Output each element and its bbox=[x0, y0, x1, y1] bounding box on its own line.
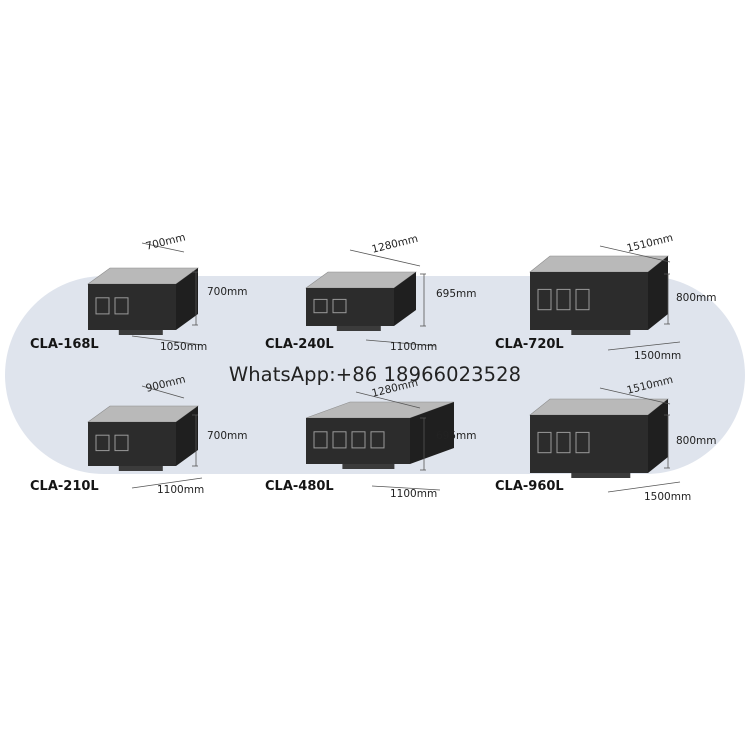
unit-base-cla-960l bbox=[571, 473, 631, 478]
width-line-cla-240l bbox=[365, 339, 437, 347]
depth-line-cla-720l bbox=[599, 245, 671, 263]
height-label-cla-240l: 695mm bbox=[436, 288, 477, 300]
height-label-cla-480l: 695mm bbox=[436, 430, 477, 442]
width-label-cla-240l: 1100mm bbox=[390, 341, 438, 353]
unit-side-cla-480l bbox=[410, 402, 454, 464]
depth-line-cla-960l bbox=[599, 387, 671, 405]
unit-front-cla-480l bbox=[306, 418, 410, 464]
width-label-cla-210l: 1100mm bbox=[157, 484, 205, 496]
model-label-cla-960l: CLA-960L bbox=[495, 479, 564, 494]
model-label-cla-240l: CLA-240L bbox=[265, 337, 334, 352]
unit-front-cla-240l bbox=[306, 288, 394, 326]
vent-cla-720l-3 bbox=[575, 288, 590, 311]
width-line-cla-480l bbox=[371, 485, 441, 491]
unit-top-cla-720l bbox=[529, 255, 669, 273]
width-label-cla-960l: 1500mm bbox=[644, 491, 692, 503]
vent-cla-240l-2 bbox=[332, 298, 347, 314]
height-label-cla-960l: 800mm bbox=[676, 435, 717, 447]
height-label-cla-210l: 700mm bbox=[207, 430, 248, 442]
unit-base-cla-480l bbox=[342, 464, 395, 469]
model-label-cla-168l: CLA-168L bbox=[30, 337, 99, 352]
vent-cla-960l-3 bbox=[575, 431, 590, 454]
unit-base-cla-168l bbox=[118, 330, 163, 335]
unit-base-cla-240l bbox=[336, 326, 381, 331]
model-label-cla-480l: CLA-480L bbox=[265, 479, 334, 494]
width-line-cla-720l bbox=[607, 341, 681, 351]
vent-cla-480l-3 bbox=[351, 431, 366, 449]
vent-cla-480l-4 bbox=[370, 431, 385, 449]
vent-cla-480l-2 bbox=[332, 431, 347, 449]
vent-cla-240l-1 bbox=[313, 298, 328, 314]
unit-side-cla-960l bbox=[648, 399, 668, 473]
height-label-cla-720l: 800mm bbox=[676, 292, 717, 304]
width-line-cla-168l bbox=[131, 335, 203, 346]
unit-front-cla-168l bbox=[88, 284, 176, 330]
depth-line-cla-210l bbox=[141, 385, 185, 399]
depth-line-cla-240l bbox=[349, 249, 421, 267]
height-label-cla-168l: 700mm bbox=[207, 286, 248, 298]
vent-cla-168l-1 bbox=[95, 297, 110, 315]
vent-cla-480l-1 bbox=[313, 431, 328, 449]
unit-side-cla-168l bbox=[176, 268, 198, 330]
vent-cla-168l-2 bbox=[114, 297, 129, 315]
vent-cla-960l-2 bbox=[556, 431, 571, 454]
width-line-cla-960l bbox=[607, 481, 681, 493]
width-label-cla-480l: 1100mm bbox=[390, 488, 438, 500]
vent-cla-720l-2 bbox=[556, 288, 571, 311]
vent-cla-960l-1 bbox=[537, 431, 552, 454]
unit-side-cla-210l bbox=[176, 406, 198, 466]
unit-base-cla-720l bbox=[571, 330, 631, 335]
width-label-cla-720l: 1500mm bbox=[634, 350, 682, 362]
whatsapp-watermark: WhatsApp:+86 18966023528 bbox=[228, 363, 522, 386]
width-line-cla-210l bbox=[131, 477, 203, 489]
vent-cla-720l-1 bbox=[537, 288, 552, 311]
unit-top-cla-960l bbox=[529, 398, 669, 416]
unit-base-cla-210l bbox=[118, 466, 163, 471]
depth-line-cla-168l bbox=[141, 242, 185, 253]
unit-front-cla-210l bbox=[88, 422, 176, 466]
depth-line-cla-480l bbox=[355, 391, 421, 409]
vent-cla-210l-1 bbox=[95, 434, 110, 452]
width-label-cla-168l: 1050mm bbox=[160, 341, 208, 353]
model-label-cla-210l: CLA-210L bbox=[30, 479, 99, 494]
unit-side-cla-240l bbox=[394, 272, 416, 326]
unit-side-cla-720l bbox=[648, 256, 668, 330]
model-label-cla-720l: CLA-720L bbox=[495, 337, 564, 352]
vent-cla-210l-2 bbox=[114, 434, 129, 452]
